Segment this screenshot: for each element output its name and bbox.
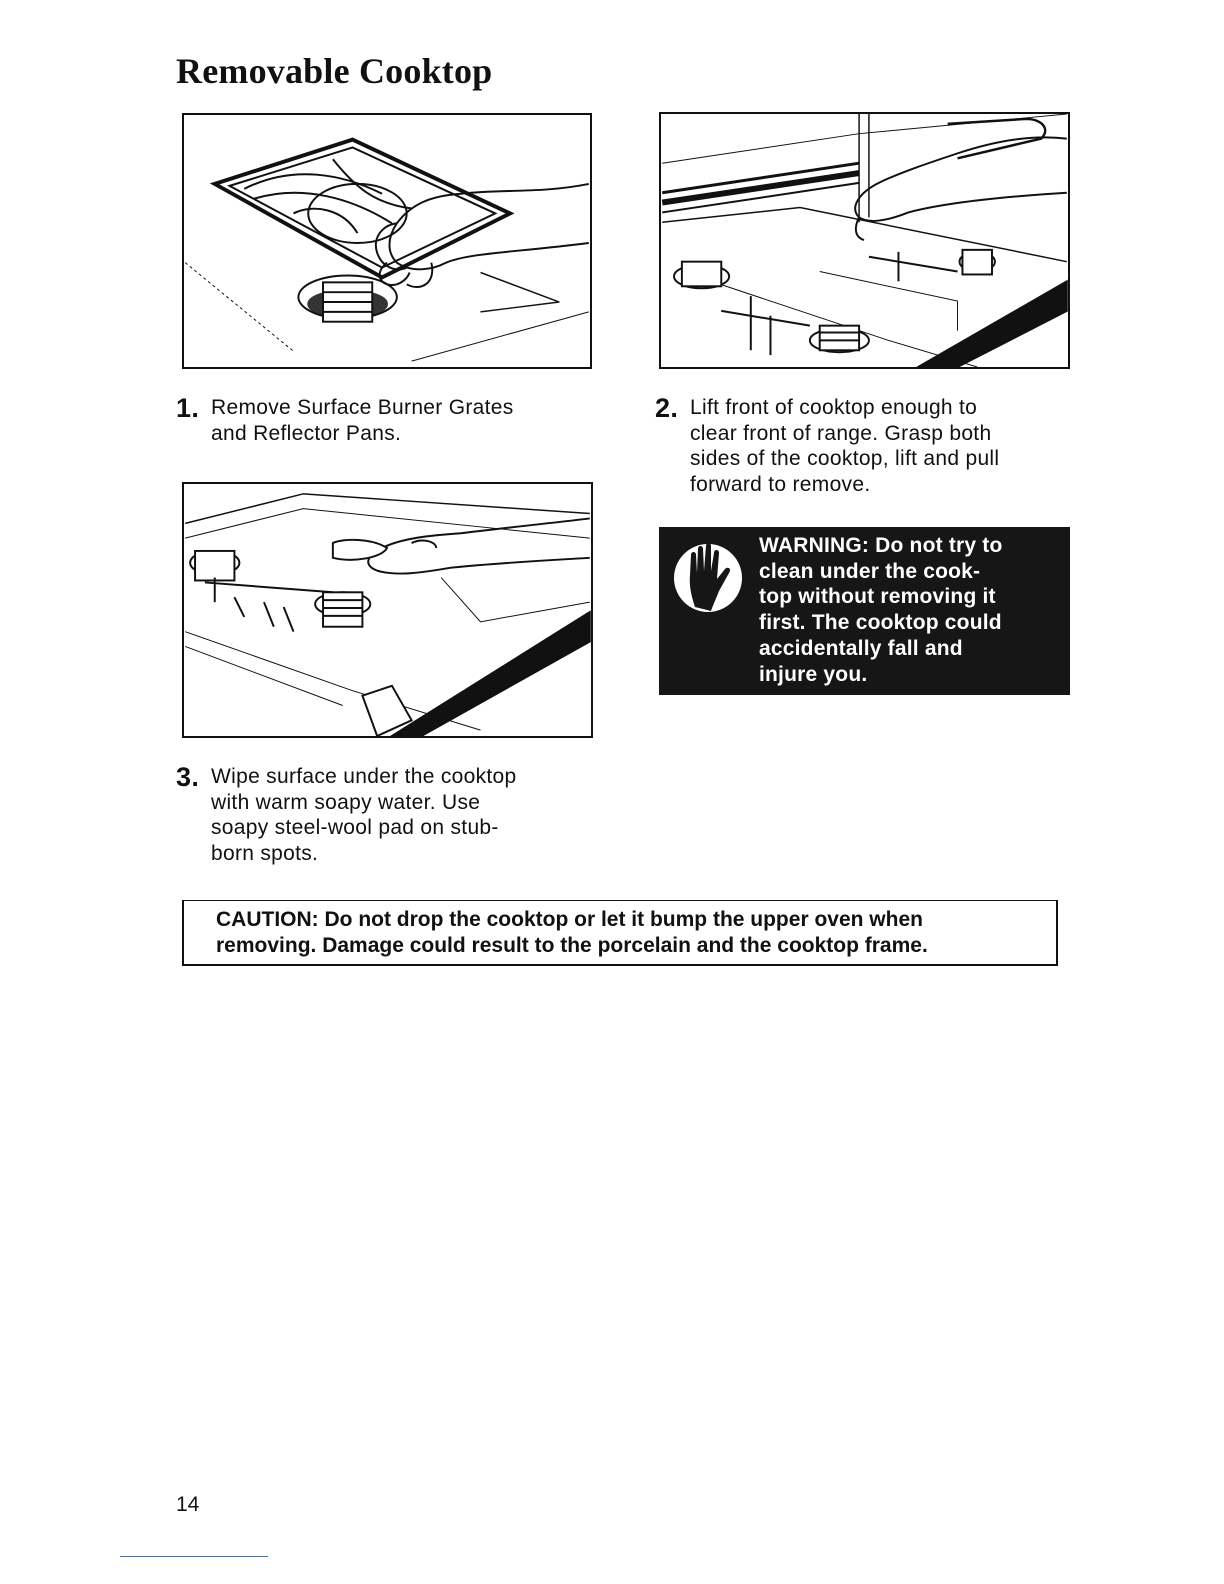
warning-text: WARNING: Do not try to clean under the c… <box>759 534 1003 686</box>
figure-wipe-surface <box>182 482 593 738</box>
illustration-lift-cooktop <box>661 114 1068 367</box>
hand-warning-icon <box>674 543 742 612</box>
footer-rule <box>120 1556 268 1557</box>
step-3: 3. Wipe surface under the cooktop with w… <box>176 764 596 866</box>
illustration-remove-grates <box>184 137 589 362</box>
page-number: 14 <box>176 1493 200 1516</box>
step-number: 3. <box>176 762 200 792</box>
step-number: 1. <box>176 393 200 423</box>
step-text: Remove Surface Burner Grates and Reflect… <box>211 396 514 445</box>
illustration-wipe-surface <box>185 493 591 736</box>
step-2: 2. Lift front of cooktop enough to clear… <box>655 395 1065 497</box>
step-text: Lift front of cooktop enough to clear fr… <box>690 396 1000 496</box>
step-number: 2. <box>655 393 679 423</box>
figure-lift-cooktop <box>659 112 1070 369</box>
warning-box: WARNING: Do not try to clean under the c… <box>659 527 1070 695</box>
figure-remove-grates <box>182 113 592 369</box>
step-1: 1. Remove Surface Burner Grates and Refl… <box>176 395 576 446</box>
caution-box: CAUTION: Do not drop the cooktop or let … <box>182 900 1058 966</box>
page-title: Removable Cooktop <box>176 51 493 91</box>
step-text: Wipe surface under the cooktop with warm… <box>211 765 517 865</box>
